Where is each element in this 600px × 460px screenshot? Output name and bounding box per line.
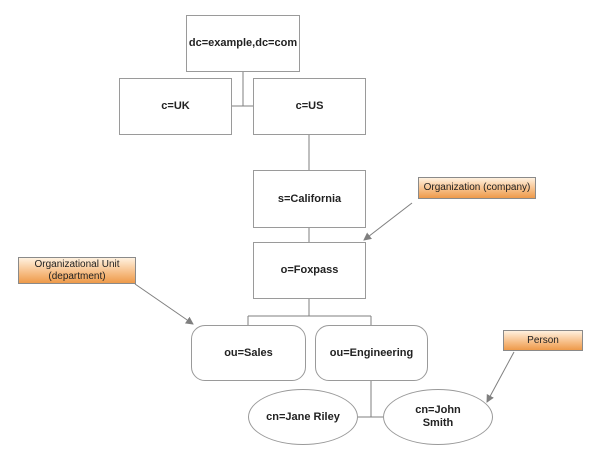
callout-organization: Organization (company) — [418, 177, 536, 199]
node-state[interactable]: s=California — [253, 170, 366, 228]
node-ou-engineering[interactable]: ou=Engineering — [315, 325, 428, 381]
node-country-uk-label: c=UK — [161, 100, 190, 112]
arrow-org-unit — [134, 283, 194, 325]
node-root-label: dc=example,dc=com — [188, 37, 298, 49]
node-person-john-label: cn=John Smith — [415, 404, 461, 429]
arrow-person — [486, 351, 515, 403]
node-country-us-label: c=US — [295, 100, 324, 112]
callout-organization-label: Organization (company) — [423, 182, 531, 193]
node-person-john[interactable]: cn=John Smith — [383, 389, 493, 445]
node-person-jane-label: cn=Jane Riley — [266, 410, 340, 423]
arrow-organization — [363, 202, 413, 241]
node-state-label: s=California — [277, 192, 342, 205]
node-ou-sales[interactable]: ou=Sales — [191, 325, 306, 381]
node-organization-label: o=Foxpass — [280, 264, 339, 276]
node-ou-engineering-label: ou=Engineering — [329, 346, 414, 359]
callout-org-unit: Organizational Unit (department) — [18, 257, 136, 284]
node-country-us[interactable]: c=US — [253, 78, 366, 135]
node-organization[interactable]: o=Foxpass — [253, 242, 366, 299]
node-country-uk[interactable]: c=UK — [119, 78, 232, 135]
node-root[interactable]: dc=example,dc=com — [186, 15, 300, 72]
callout-org-unit-label: Organizational Unit (department) — [34, 258, 120, 282]
callout-person-label: Person — [527, 334, 559, 346]
callout-person: Person — [503, 330, 583, 351]
node-ou-sales-label: ou=Sales — [224, 346, 273, 359]
node-person-jane[interactable]: cn=Jane Riley — [248, 389, 358, 445]
